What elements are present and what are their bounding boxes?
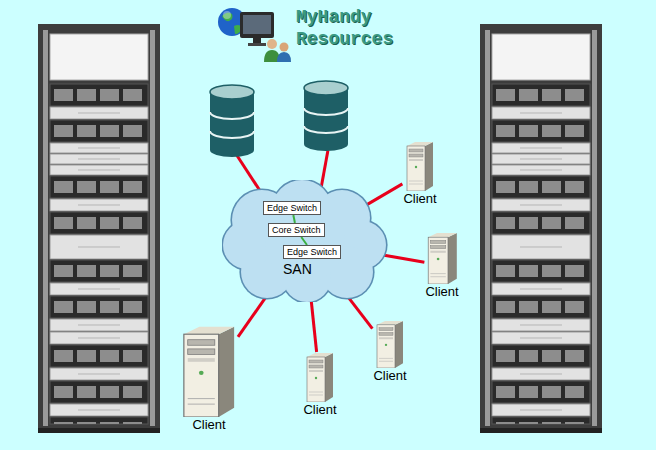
database-cylinder xyxy=(210,85,254,157)
client-server: Client xyxy=(402,141,437,206)
san-link xyxy=(311,296,317,352)
san-cloud: SANEdge SwitchCore SwitchEdge Switch xyxy=(222,180,388,302)
san-link xyxy=(342,289,372,328)
server-rack xyxy=(480,24,602,433)
database-cylinder xyxy=(304,81,348,151)
switch-box: Core Switch xyxy=(268,223,325,237)
switch-box: Edge Switch xyxy=(283,245,341,259)
san-link xyxy=(381,255,424,263)
client-server: Client xyxy=(180,325,238,432)
client-label: Client xyxy=(402,191,437,206)
client-label: Client xyxy=(372,368,407,383)
client-server: Client xyxy=(302,352,337,417)
server-rack xyxy=(38,24,160,433)
storage-wire xyxy=(236,150,328,200)
san-link xyxy=(365,184,402,206)
client-server: Client xyxy=(424,232,459,299)
server-rack xyxy=(38,24,602,433)
logo-icon xyxy=(218,8,291,62)
tower-server-icon xyxy=(426,232,459,284)
network-label: SAN xyxy=(283,261,312,277)
switch-label: Edge Switch xyxy=(267,203,317,213)
switch-link xyxy=(301,237,307,245)
switch-link-layer xyxy=(222,180,388,302)
client-label: Client xyxy=(180,417,238,432)
switch-link xyxy=(293,215,295,223)
switch-box: Edge Switch xyxy=(263,201,321,215)
san-link xyxy=(238,290,271,337)
tower-server-icon xyxy=(375,320,405,368)
logo-text: MyHandy Resources xyxy=(296,6,420,50)
tower-server-icon xyxy=(305,352,335,402)
client-label: Client xyxy=(302,402,337,417)
client-server: Client xyxy=(372,320,407,383)
switch-label: Edge Switch xyxy=(287,247,337,257)
tower-server-icon xyxy=(405,141,435,191)
switch-label: Core Switch xyxy=(272,225,321,235)
tower-server-icon xyxy=(180,325,238,417)
cloud-shape xyxy=(222,180,388,302)
client-label: Client xyxy=(424,284,459,299)
